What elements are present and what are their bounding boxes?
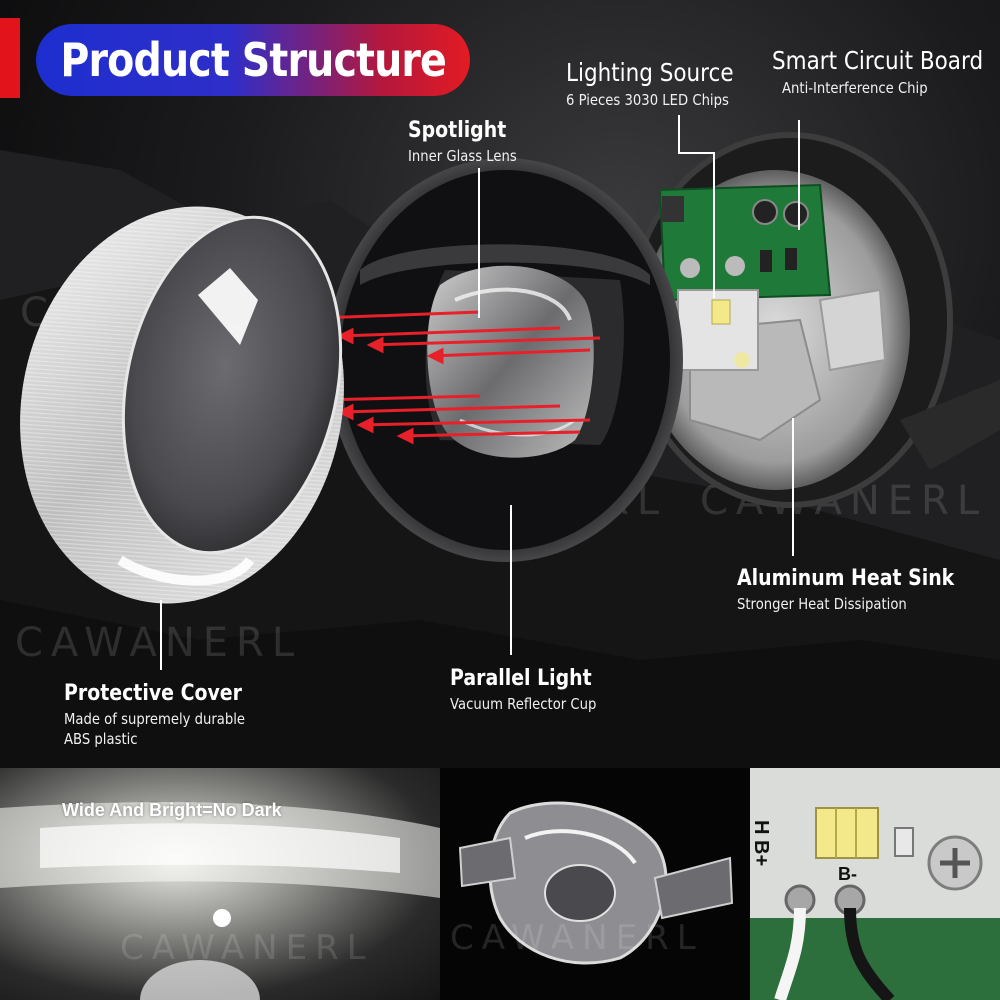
parallel-beam-arrows [316, 309, 601, 445]
circuit-board [658, 183, 832, 302]
leader-heat-sink [792, 418, 794, 556]
label-smart-circuit-board: Smart Circuit Board Anti-Interference Ch… [772, 46, 1000, 97]
product-structure-scene: CAWANERL CAWANERL CAWANERL CAWANERL CAWA… [0, 0, 1000, 768]
watermark-5: CAWANERL [15, 620, 303, 666]
leader-circuit-board [798, 120, 800, 230]
leader-spotlight [478, 168, 480, 318]
label-heat-sink-heading: Aluminum Heat Sink [737, 566, 955, 591]
inner-glass-lens [427, 265, 594, 458]
led-board-closeup-panel: H B+ B- [750, 768, 1000, 1000]
leader-parallel-light [510, 505, 512, 655]
label-aluminum-heat-sink: Aluminum Heat Sink Stronger Heat Dissipa… [737, 566, 990, 613]
label-circuit-board-sub: Anti-Interference Chip [782, 79, 928, 97]
led-board-illustration [750, 807, 1000, 1000]
protective-cover [20, 206, 344, 604]
beam-caption: Wide And Bright=No Dark [62, 800, 282, 820]
leader-lighting-source-c [713, 152, 715, 298]
label-protective-cover-heading: Protective Cover [64, 681, 242, 706]
label-lighting-source-heading: Lighting Source [566, 58, 734, 87]
back-housing [627, 132, 1000, 508]
label-parallel-light-sub: Vacuum Reflector Cup [450, 695, 597, 713]
reflector-cup-illustration [458, 801, 734, 965]
label-protective-cover: Protective Cover Made of supremely durab… [64, 681, 271, 748]
beam-illustration [0, 802, 440, 1000]
page-title: Product Structure [60, 33, 446, 87]
board-marking-b: B- [838, 864, 857, 884]
label-spotlight: Spotlight Inner Glass Lens [408, 118, 532, 165]
leader-lighting-source-b [678, 152, 714, 154]
label-lighting-source-sub: 6 Pieces 3030 LED Chips [566, 91, 729, 109]
title-accent-strip [0, 18, 20, 98]
reflector-cup [327, 158, 683, 562]
label-circuit-board-heading: Smart Circuit Board [772, 46, 984, 75]
label-protective-cover-sub-1: Made of supremely durable [64, 710, 246, 728]
label-spotlight-sub: Inner Glass Lens [408, 147, 517, 165]
label-spotlight-heading: Spotlight [408, 118, 507, 143]
watermark-7: CAWANERL [450, 918, 704, 958]
label-parallel-light: Parallel Light Vacuum Reflector Cup [450, 666, 616, 713]
label-lighting-source: Lighting Source 6 Pieces 3030 LED Chips [566, 58, 761, 109]
reflector-cup-panel: CAWANERL [440, 768, 750, 1000]
label-protective-cover-sub-2: ABS plastic [64, 730, 138, 748]
board-marking-hb: H B+ [750, 820, 772, 867]
label-parallel-light-heading: Parallel Light [450, 666, 592, 691]
watermark-6: CAWANERL [120, 928, 374, 968]
leader-protective-cover [160, 600, 162, 670]
leader-lighting-source-a [678, 115, 680, 153]
beam-pattern-panel: CAWANERL Wide And Bright=No Dark [0, 768, 440, 1000]
fog-light-exploded-view [20, 132, 1000, 604]
title-pill: Product Structure [36, 24, 470, 96]
label-heat-sink-sub: Stronger Heat Dissipation [737, 595, 907, 613]
